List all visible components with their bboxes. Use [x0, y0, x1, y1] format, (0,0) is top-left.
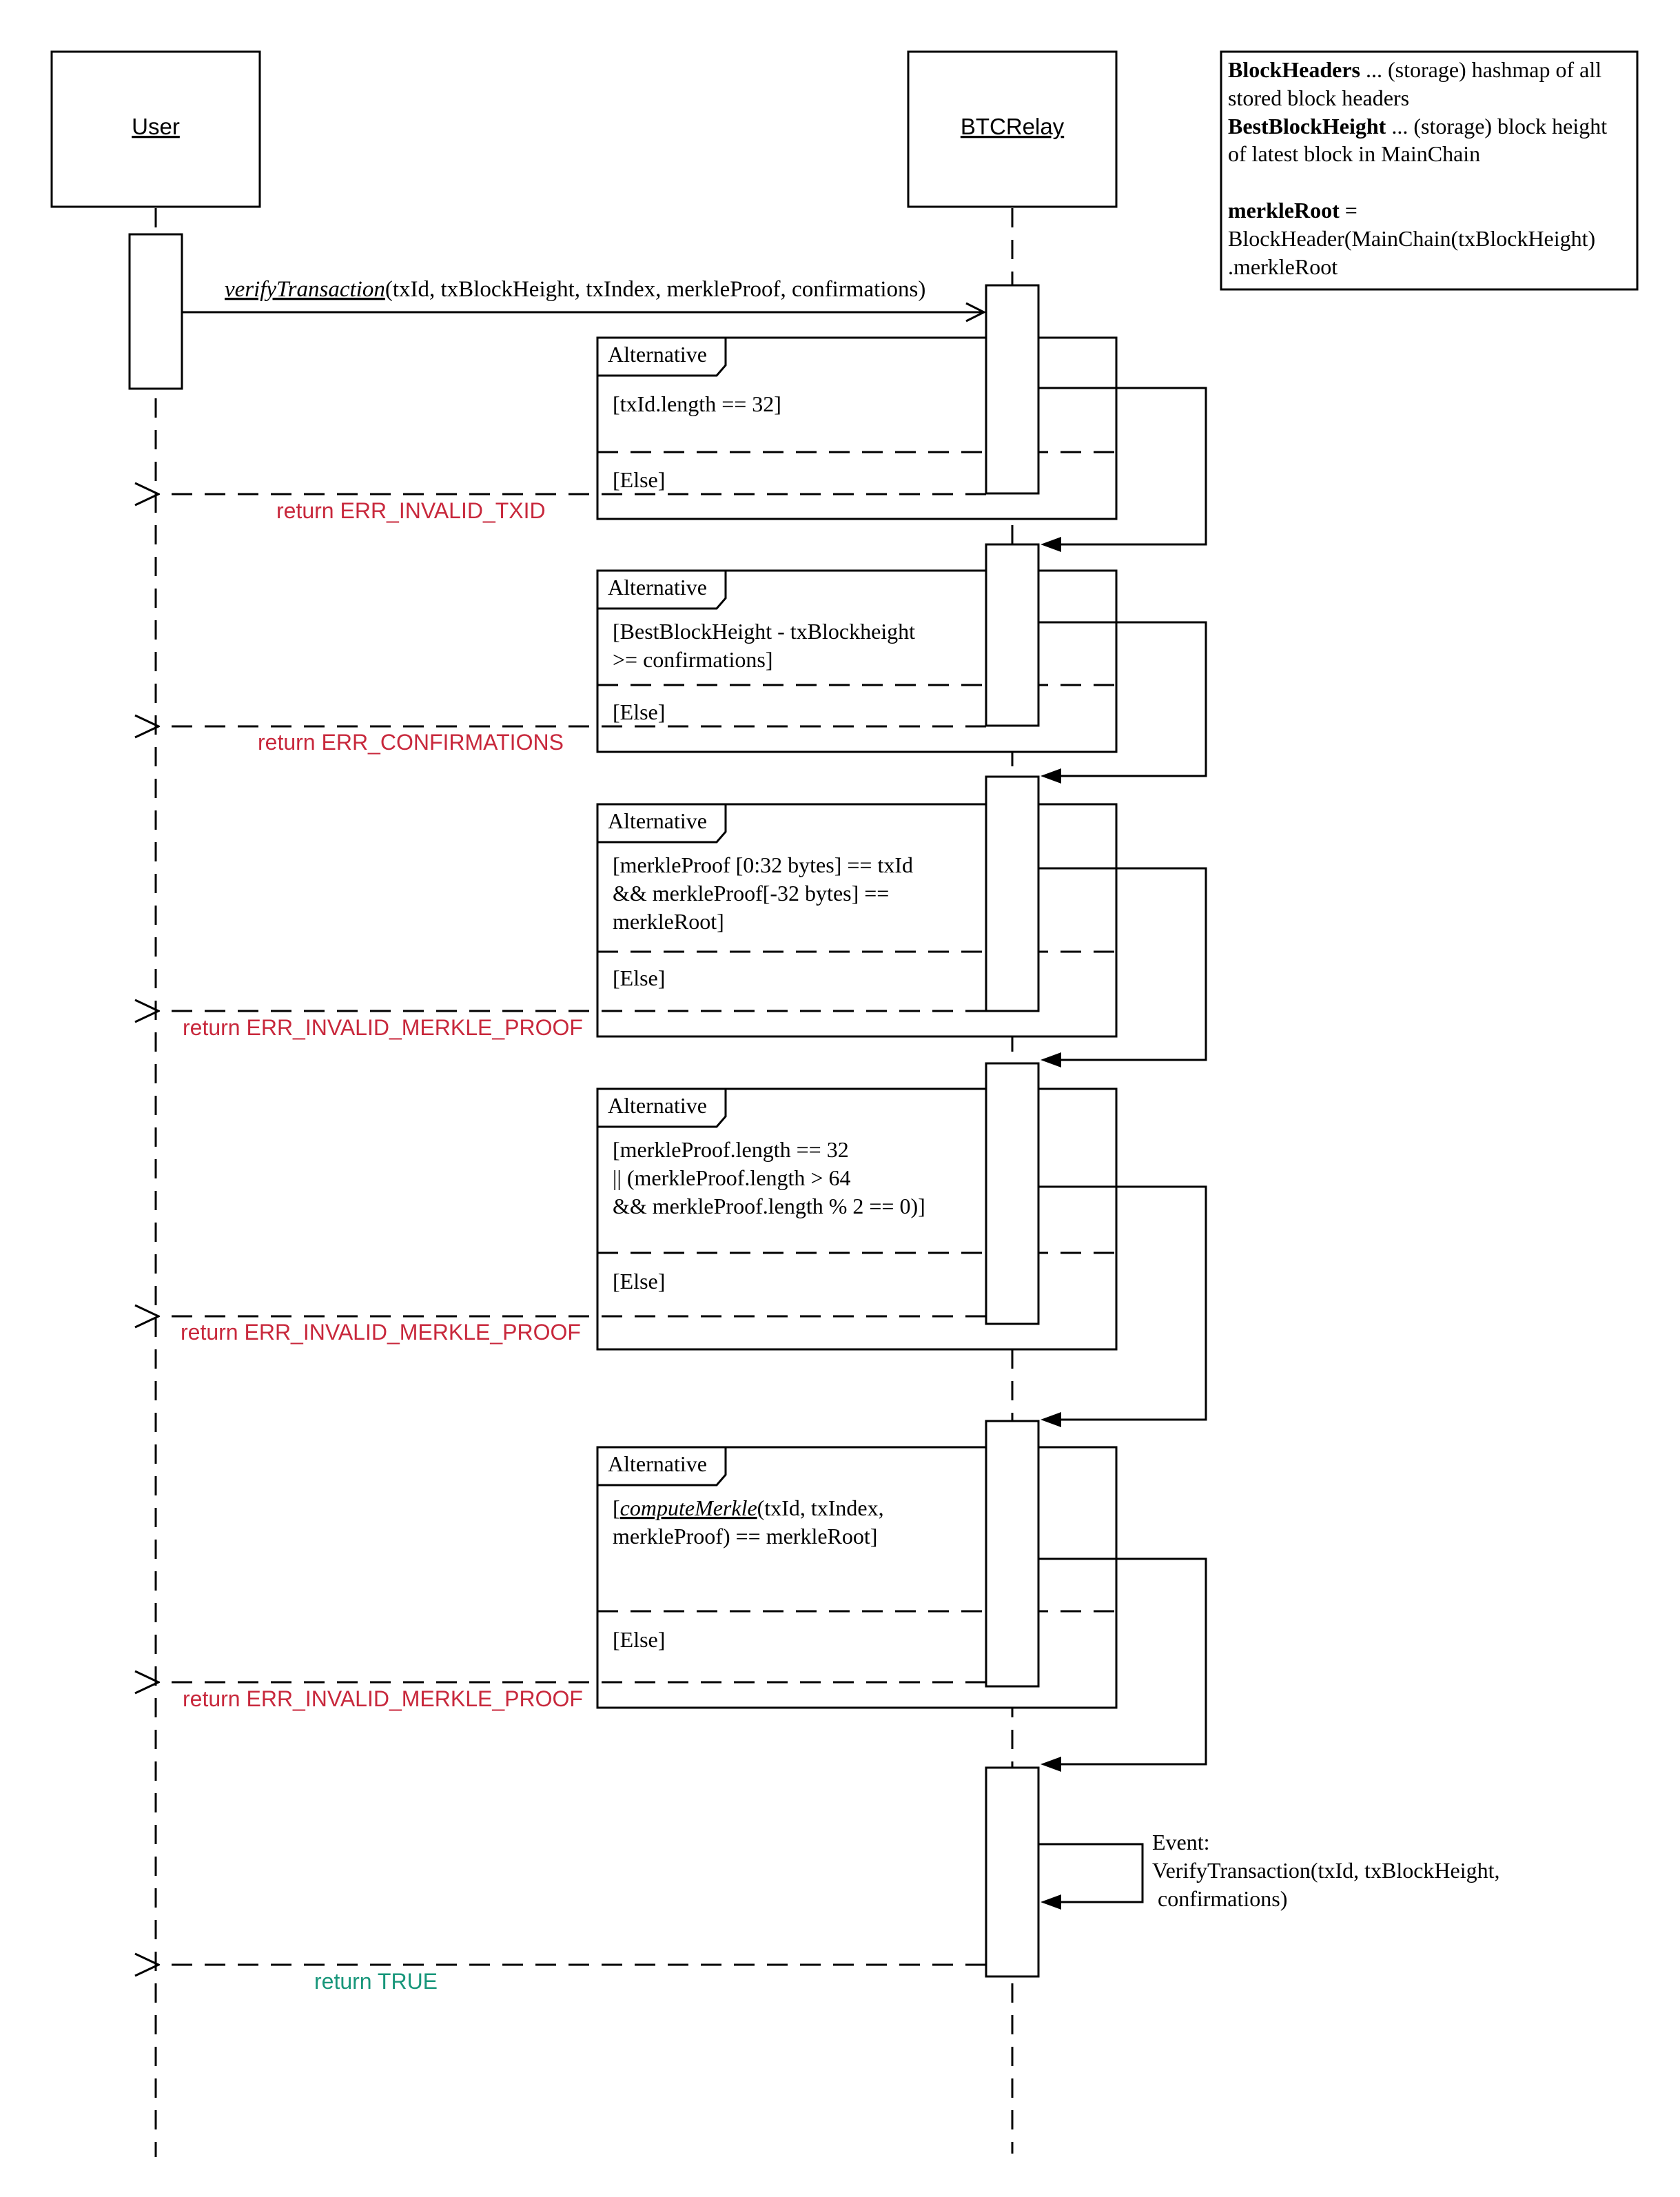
participant-user: User — [50, 50, 261, 208]
participant-user-label: User — [132, 114, 180, 139]
user-activation — [128, 233, 183, 390]
event-self-call-arrowhead — [1041, 1894, 1061, 1910]
return-label-4: return ERR_INVALID_MERKLE_PROOF — [181, 1320, 581, 1345]
self-call-arrowhead-4 — [1041, 1412, 1061, 1427]
legend-bestblockheight: BestBlockHeight — [1228, 114, 1386, 139]
event-label-line1: Event: — [1152, 1830, 1210, 1854]
self-call-arrow-3 — [1038, 867, 1207, 1061]
return-label-3: return ERR_INVALID_MERKLE_PROOF — [183, 1015, 583, 1040]
alt-fragment-3-label: Alternative — [608, 808, 707, 833]
legend-merkleroot: merkleRoot — [1228, 198, 1340, 223]
legend-blockheaders: BlockHeaders — [1228, 57, 1360, 82]
alt-fragment-2-condition-line2: >= confirmations] — [613, 647, 772, 672]
alt-fragment-5-condition-line1: [computeMerkle(txId, txIndex, — [613, 1495, 884, 1520]
alt-fragment-2-condition-line1: [BestBlockHeight - txBlockheight — [613, 619, 915, 644]
compute-merkle-fn: computeMerkle — [620, 1495, 757, 1520]
svg-text:BestBlockHeight ... (storage): BestBlockHeight ... (storage) block heig… — [1228, 114, 1607, 139]
call-fn-name: verifyTransaction — [225, 277, 385, 302]
legend-line2: stored block headers — [1228, 85, 1409, 110]
alt-fragment-3-condition-line2: && merkleProof[-32 bytes] == — [613, 881, 889, 906]
alt-fragment-5-else: [Else] — [613, 1627, 665, 1652]
return-label-1: return ERR_INVALID_TXID — [276, 498, 546, 523]
event-label-line2: VerifyTransaction(txId, txBlockHeight, — [1152, 1858, 1500, 1883]
alt-fragment-1-label: Alternative — [608, 342, 707, 367]
alt-fragment-4-condition-line3: && merkleProof.length % 2 == 0)] — [613, 1194, 925, 1218]
alt-fragment-3-condition-line1: [merkleProof [0:32 bytes] == txId — [613, 852, 913, 877]
self-call-arrow-4 — [1038, 1185, 1207, 1421]
alt-fragment-4-else: [Else] — [613, 1269, 665, 1294]
legend-line6: BlockHeader(MainChain(txBlockHeight) — [1228, 226, 1595, 251]
btcrelay-activation-5 — [985, 1420, 1040, 1688]
svg-text:merkleRoot =: merkleRoot = — [1228, 198, 1358, 223]
return-label-5: return ERR_INVALID_MERKLE_PROOF — [183, 1686, 583, 1711]
call-message-label: verifyTransaction(txId, txBlockHeight, t… — [225, 277, 925, 302]
alt-fragment-3-else: [Else] — [613, 965, 665, 990]
self-call-arrowhead-1 — [1041, 537, 1061, 552]
self-call-arrow-5 — [1038, 1557, 1207, 1766]
event-self-call-arrow — [1038, 1843, 1144, 1903]
alt-fragment-1-else: [Else] — [613, 467, 665, 492]
legend-box: BlockHeaders ... (storage) hashmap of al… — [1220, 50, 1639, 291]
btcrelay-activation-3 — [985, 775, 1040, 1012]
btcrelay-activation-1 — [985, 284, 1040, 495]
participant-btcrelay-label: BTCRelay — [961, 114, 1065, 139]
alt-fragment-1-condition: [txId.length == 32] — [613, 391, 781, 416]
self-call-arrowhead-3 — [1041, 1052, 1061, 1067]
participant-btcrelay: BTCRelay — [907, 50, 1118, 208]
alt-fragment-4-condition-line1: [merkleProof.length == 32 — [613, 1137, 849, 1162]
event-label-line3: confirmations) — [1152, 1886, 1287, 1911]
return-true-label: return TRUE — [314, 1969, 438, 1994]
svg-text:BlockHeaders ... (storage) has: BlockHeaders ... (storage) hashmap of al… — [1228, 57, 1601, 82]
self-call-arrow-2 — [1038, 621, 1207, 777]
btcrelay-activation-2 — [985, 543, 1040, 727]
alt-fragment-2-else: [Else] — [613, 699, 665, 724]
alt-fragment-3-condition-line3: merkleRoot] — [613, 909, 724, 934]
legend-line4: of latest block in MainChain — [1228, 141, 1480, 166]
self-call-arrow-1 — [1038, 387, 1207, 546]
alt-fragment-2-label: Alternative — [608, 575, 707, 600]
legend-line7: .merkleRoot — [1228, 254, 1338, 279]
alt-fragment-5-label: Alternative — [608, 1451, 707, 1476]
self-call-arrowhead-2 — [1041, 768, 1061, 784]
btcrelay-activation-4 — [985, 1062, 1040, 1325]
self-call-arrowhead-5 — [1041, 1757, 1061, 1772]
btcrelay-activation-final — [985, 1766, 1040, 1978]
alt-fragment-4-label: Alternative — [608, 1093, 707, 1118]
alt-fragment-4-condition-line2: || (merkleProof.length > 64 — [613, 1165, 850, 1190]
alt-fragment-5-condition-line2: merkleProof) == merkleRoot] — [613, 1524, 877, 1549]
return-label-2: return ERR_CONFIRMATIONS — [258, 730, 564, 755]
